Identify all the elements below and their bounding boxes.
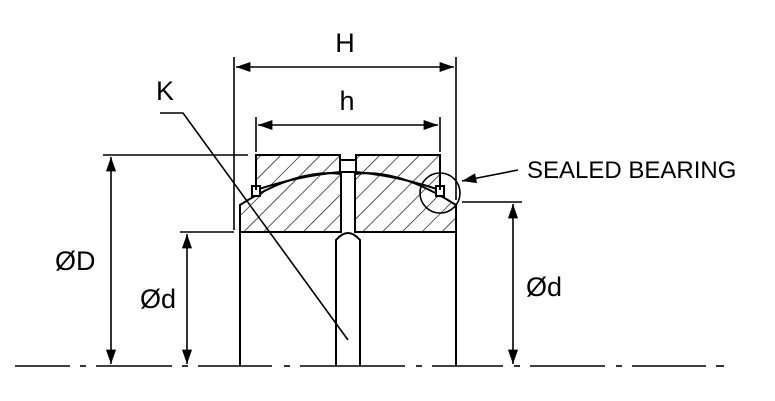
sealed-bearing-callout	[420, 170, 518, 213]
extension-lines	[103, 57, 522, 232]
label-d-right: Ød	[526, 272, 562, 302]
label-D: ØD	[55, 246, 96, 276]
label-sealed-bearing: SEALED BEARING	[527, 157, 736, 184]
label-d-left: Ød	[140, 284, 176, 314]
label-h: h	[339, 86, 354, 116]
dimension-lines	[105, 61, 519, 364]
outline	[240, 155, 456, 366]
lubrication-hole	[336, 160, 360, 366]
label-K: K	[156, 76, 174, 106]
label-H: H	[335, 28, 355, 58]
k-leader	[160, 113, 348, 340]
